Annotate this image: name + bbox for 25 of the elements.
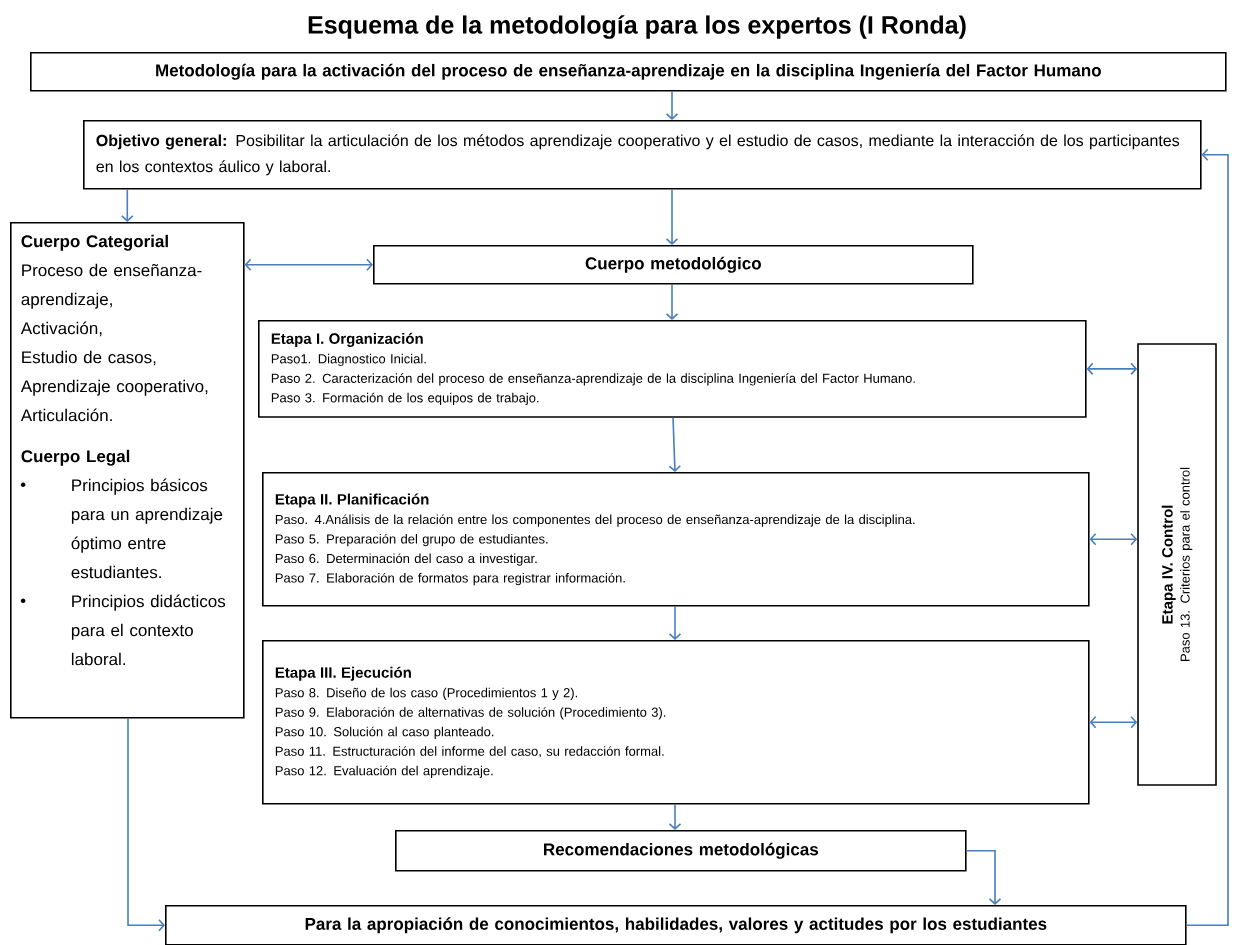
arrow: [665, 90, 679, 120]
title: Esquema de la metodología para los expertos (I Ronda): [308, 15, 966, 39]
arrow: [668, 803, 682, 830]
arrow: [1185, 148, 1229, 927]
control-box: Etapa IV. Control Paso 13. Criterios para el control: [1137, 343, 1217, 786]
arrow: [668, 417, 682, 472]
arrow: [127, 717, 165, 932]
arrow: [244, 258, 373, 272]
arrow: [121, 188, 134, 222]
objective-box: Objetivo general: Posibilitar la articulación de los métodos aprendizaje cooperativo y el estudio de casos, mediante la interacción de los participantes en los contextos áulico y laboral.: [83, 120, 1202, 190]
stage-box: Etapa I. Organización Paso1. Diagnostico Inicial. Paso 2. Caracterización del proceso de enseñanza-aprendizaje de la disciplina Ingeniería del Factor Humano. Paso 3. Formación de los equipos de trabajo.: [258, 320, 1087, 418]
stage-box: Etapa III. Ejecución Paso 8. Diseño de los caso (Procedimientos 1 y 2). Paso 9. Elaboración de alternativas de solución (Procedimiento 3). Paso 10. Solución al caso planteado. Paso 11. Estructuración del informe del caso, su redacción formal. Paso 12. Evaluación del aprendizaje.: [262, 640, 1090, 805]
arrow: [668, 605, 682, 640]
heading-box: Metodología para la activación del proceso de enseñanza-aprendizaje en la disciplina Ingeniería del Factor Humano: [30, 52, 1227, 92]
arrow: [1089, 533, 1138, 546]
arrow: [965, 850, 1002, 905]
result-box: Para la apropiación de conocimientos, habilidades, valores y actitudes por los estudiantes: [165, 905, 1187, 945]
stage-box: Etapa II. Planificación Paso. 4.Análisis de la relación entre los componentes del proceso de enseñanza-aprendizaje de la disciplina. Paso 5. Preparación del grupo de estudiantes. Paso 6. Determinación del caso a investigar. Paso 7. Elaboración de formatos para registrar información.: [262, 472, 1090, 607]
arrow: [1089, 716, 1138, 729]
process-box: Recomendaciones metodológicas: [395, 830, 967, 872]
arrow: [665, 188, 679, 245]
process-box: Cuerpo metodológico: [373, 245, 974, 285]
arrow: [1086, 362, 1138, 376]
category-box: Cuerpo Categorial Proceso de enseñanza-aprendizaje, Activación, Estudio de casos, Aprendizaje cooperativo, Articulación. Cuerpo Legal Principios básicos para un aprendizaje óptimo entre estudiantes. Principios didácticos para el contexto laboral.: [10, 222, 245, 719]
arrow: [665, 283, 679, 320]
